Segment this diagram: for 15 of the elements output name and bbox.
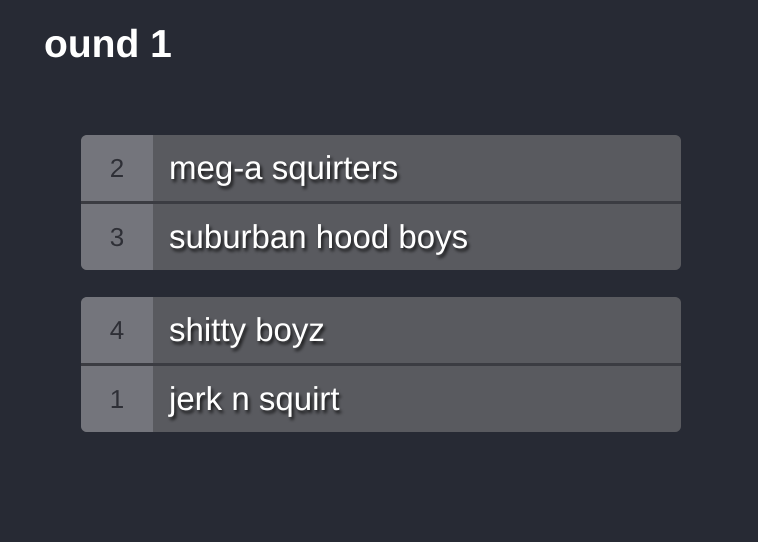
round-heading: ound 1 [44,22,172,68]
team-name: jerk n squirt [169,379,340,419]
team-row [81,297,681,363]
seed-number: 1 [81,366,153,432]
seed-number: 3 [81,204,153,270]
seed-number: 2 [81,135,153,201]
seed-number: 4 [81,297,153,363]
team-name: suburban hood boys [169,217,468,257]
match-card [81,135,681,270]
team-row [81,204,681,270]
team-name: meg-a squirters [169,148,398,188]
team-row [81,366,681,432]
match-card [81,297,681,432]
team-row [81,135,681,201]
team-name: shitty boyz [169,310,325,350]
